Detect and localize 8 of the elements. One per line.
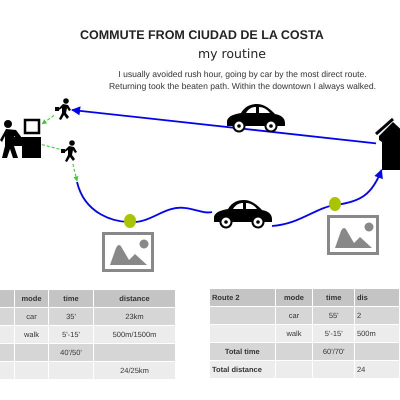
subtitle: my routine bbox=[198, 46, 266, 61]
arrow bbox=[76, 169, 383, 227]
title: COMMUTE FROM CIUDAD DE LA COSTA bbox=[80, 28, 324, 42]
description-text: I usually avoided rush hour, going by car by the most direct route. Returning took the beaten path. Within the downtown I always walked. bbox=[108, 68, 378, 92]
connector-line bbox=[42, 144, 60, 150]
arrow bbox=[71, 106, 376, 144]
arrow bbox=[72, 164, 78, 182]
arrow bbox=[42, 114, 54, 124]
